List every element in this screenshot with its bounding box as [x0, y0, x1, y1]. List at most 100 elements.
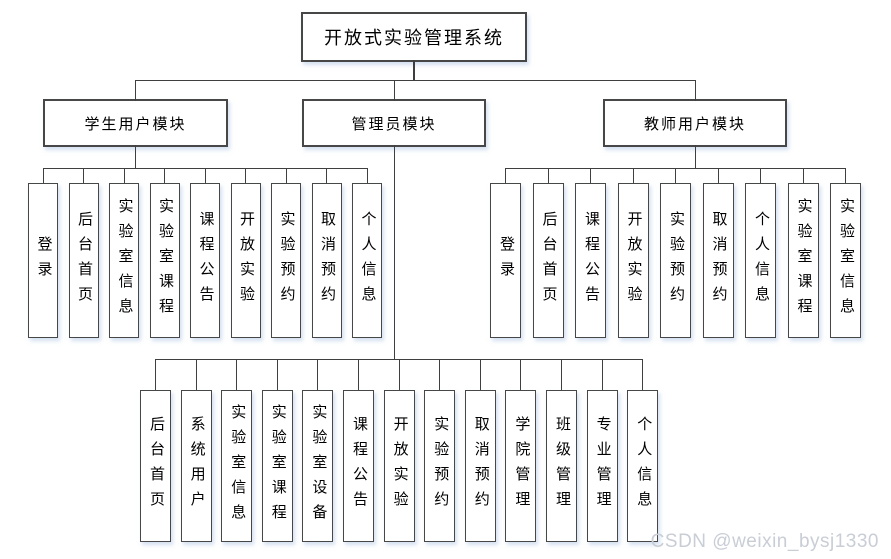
- connector-child-drop: [317, 359, 319, 392]
- connector-child-drop: [245, 168, 246, 185]
- connector-child-drop: [155, 359, 156, 392]
- connector-child-drop: [632, 168, 634, 185]
- child-label: 个人信息: [359, 210, 376, 311]
- child-label: 登录: [35, 235, 52, 286]
- child-box-teacher: 后台首页: [532, 183, 564, 338]
- child-box-teacher: 实验室课程: [787, 183, 819, 338]
- connector-child-drop: [802, 168, 804, 185]
- child-box-admin: 课程公告: [343, 390, 374, 542]
- connector-child-drop: [398, 359, 400, 392]
- connector-child-drop: [236, 359, 238, 392]
- child-box-teacher: 实验预约: [660, 183, 691, 338]
- connector-child-drop: [83, 168, 84, 185]
- child-box-student: 实验室信息: [109, 183, 139, 338]
- child-box-student: 后台首页: [68, 183, 99, 338]
- child-label: 登录: [498, 235, 514, 286]
- child-box-admin: 班级管理: [546, 390, 577, 542]
- connector-child-drop: [590, 168, 591, 185]
- child-box-admin: 实验预约: [424, 390, 456, 542]
- connector-child-drop: [479, 359, 481, 392]
- child-box-student: 个人信息: [352, 183, 382, 338]
- child-label: 开放实验: [391, 416, 408, 516]
- connector-child-drop: [42, 168, 44, 185]
- child-box-admin: 实验室设备: [302, 390, 334, 542]
- connector-child-drop: [760, 168, 761, 185]
- child-label: 实验室课程: [795, 198, 812, 323]
- child-box-admin: 系统用户: [180, 390, 212, 542]
- child-label: 课程公告: [583, 210, 599, 311]
- child-box-admin: 专业管理: [586, 390, 618, 542]
- child-box-teacher: 个人信息: [745, 183, 776, 338]
- child-box-student: 实验室课程: [149, 183, 180, 338]
- module-label-student: 学生用户模块: [84, 116, 187, 133]
- child-label: 实验预约: [278, 210, 295, 311]
- child-label: 个人信息: [753, 210, 769, 311]
- child-label: 个人信息: [635, 416, 652, 516]
- connector-child-drop: [642, 359, 644, 392]
- connector-root-drop: [413, 60, 415, 80]
- child-label: 班级管理: [554, 416, 570, 516]
- child-label: 实验室信息: [838, 198, 854, 323]
- module-label-teacher: 教师用户模块: [643, 116, 746, 133]
- connector-child-drop: [601, 359, 603, 392]
- connector-child-drop: [326, 168, 327, 185]
- child-label: 取消预约: [710, 210, 727, 311]
- child-box-teacher: 取消预约: [702, 183, 734, 338]
- child-box-student: 取消预约: [311, 183, 342, 338]
- child-label: 课程公告: [351, 416, 367, 516]
- child-label: 后台首页: [540, 210, 557, 311]
- child-box-admin: 实验室课程: [261, 390, 293, 542]
- connector-child-drop: [276, 359, 278, 392]
- connector-child-drop: [439, 359, 441, 392]
- child-label: 实验预约: [668, 210, 684, 311]
- child-label: 实验室信息: [116, 198, 133, 323]
- child-box-student: 开放实验: [230, 183, 261, 338]
- child-label: 实验预约: [432, 416, 449, 516]
- child-box-admin: 实验室信息: [221, 390, 253, 542]
- child-box-admin: 取消预约: [464, 390, 496, 542]
- connector-child-drop: [358, 359, 359, 392]
- child-label: 实验室课程: [269, 403, 286, 529]
- child-label: 专业管理: [594, 416, 611, 516]
- child-box-admin: 后台首页: [140, 390, 171, 542]
- child-box-student: 登录: [28, 183, 58, 338]
- connector-child-drop: [547, 168, 549, 185]
- watermark-text: CSDN @weixin_bysj1330: [650, 531, 879, 552]
- connector-child-drop: [845, 168, 846, 185]
- connector-module-drop: [135, 80, 136, 101]
- child-box-teacher: 实验室信息: [830, 183, 861, 338]
- connector-child-drop: [204, 168, 206, 185]
- connector-child-drop: [520, 359, 522, 392]
- child-box-teacher: 开放实验: [617, 183, 649, 338]
- child-label: 后台首页: [76, 210, 92, 311]
- connector-teacher-stem: [694, 145, 696, 168]
- connector-child-drop: [123, 168, 125, 185]
- root-node-label: 开放式实验管理系统: [324, 28, 504, 48]
- connector-child-drop: [675, 168, 676, 185]
- child-label: 后台首页: [148, 416, 164, 516]
- connector-admin-stem: [393, 145, 395, 359]
- connector-child-drop: [366, 168, 368, 185]
- child-label: 学院管理: [513, 416, 530, 516]
- connector-child-drop: [164, 168, 165, 185]
- connector-root-bus: [135, 79, 695, 81]
- module-box-admin: 管理员模块: [302, 99, 486, 147]
- child-box-admin: 学院管理: [505, 390, 537, 542]
- child-label: 开放实验: [625, 210, 642, 311]
- connector-child-drop: [561, 359, 562, 392]
- child-label: 实验室信息: [229, 403, 246, 529]
- connector-child-drop: [505, 168, 506, 185]
- connector-module-drop: [694, 80, 696, 101]
- module-box-teacher: 教师用户模块: [603, 99, 787, 147]
- child-label: 实验室设备: [310, 403, 327, 529]
- child-label: 取消预约: [319, 210, 335, 311]
- child-box-student: 实验预约: [271, 183, 301, 338]
- connector-student-stem: [135, 145, 136, 168]
- child-box-admin: 开放实验: [383, 390, 415, 542]
- connector-child-drop: [195, 359, 197, 392]
- child-box-teacher: 登录: [490, 183, 521, 338]
- child-box-teacher: 课程公告: [575, 183, 606, 338]
- child-box-student: 课程公告: [190, 183, 220, 338]
- module-box-student: 学生用户模块: [43, 99, 228, 147]
